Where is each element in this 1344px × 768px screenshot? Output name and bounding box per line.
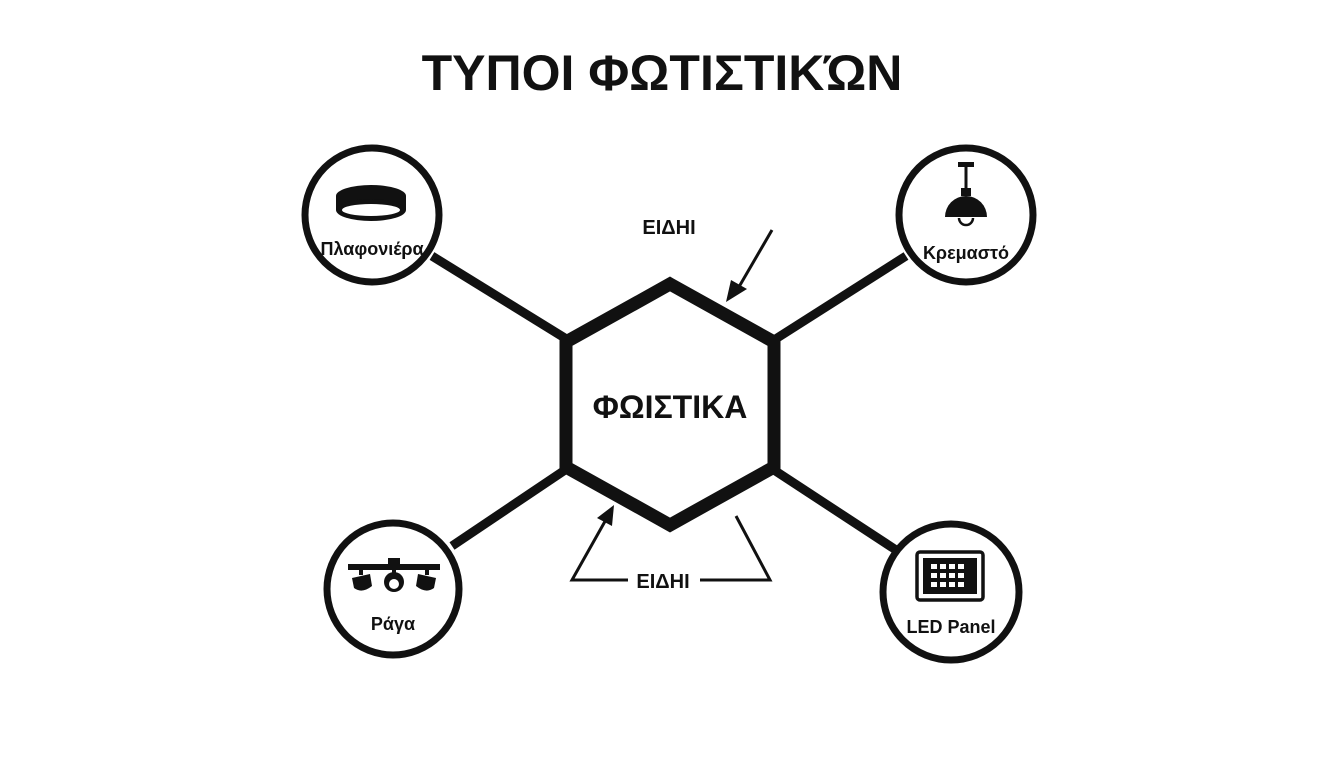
node-raga: Ράγα (323, 519, 463, 659)
diagram-title: ΤΥΠΟΙ ΦΩΤΙΣΤΙΚΏΝ (422, 45, 903, 101)
center-hexagon (559, 276, 781, 533)
track-light-icon (348, 558, 440, 592)
annotation-bottom: ΕΙΔΗΙ (636, 571, 689, 593)
connector-kremasto (771, 252, 909, 344)
annotation-top: ΕΙΔΗΙ (642, 217, 695, 239)
connector-plafoniera (429, 252, 571, 344)
node-led-panel: LED Panel (879, 520, 1023, 664)
node-plafoniera: Πλαφονιέρα (301, 144, 443, 286)
center-label: ΦΩΙΣΤΙΚΑ (593, 389, 748, 425)
arrow-top-icon (726, 229, 774, 302)
connector-raga (449, 464, 571, 550)
node-label-raga: Ράγα (371, 614, 415, 634)
node-label-led-panel: LED Panel (906, 617, 995, 637)
connectors (429, 252, 909, 554)
node-label-kremasto: Κρεμαστό (923, 243, 1009, 263)
arrow-head-bottom-icon (597, 505, 614, 526)
pendant-lamp-icon (945, 162, 987, 227)
node-kremasto: Κρεμαστό (895, 144, 1037, 286)
ceiling-light-icon (336, 185, 406, 221)
bracket-arrow-bottom-icon (569, 515, 773, 582)
node-label-plafoniera: Πλαφονιέρα (320, 239, 423, 259)
led-panel-icon (915, 550, 985, 602)
connector-led-panel (771, 466, 899, 554)
